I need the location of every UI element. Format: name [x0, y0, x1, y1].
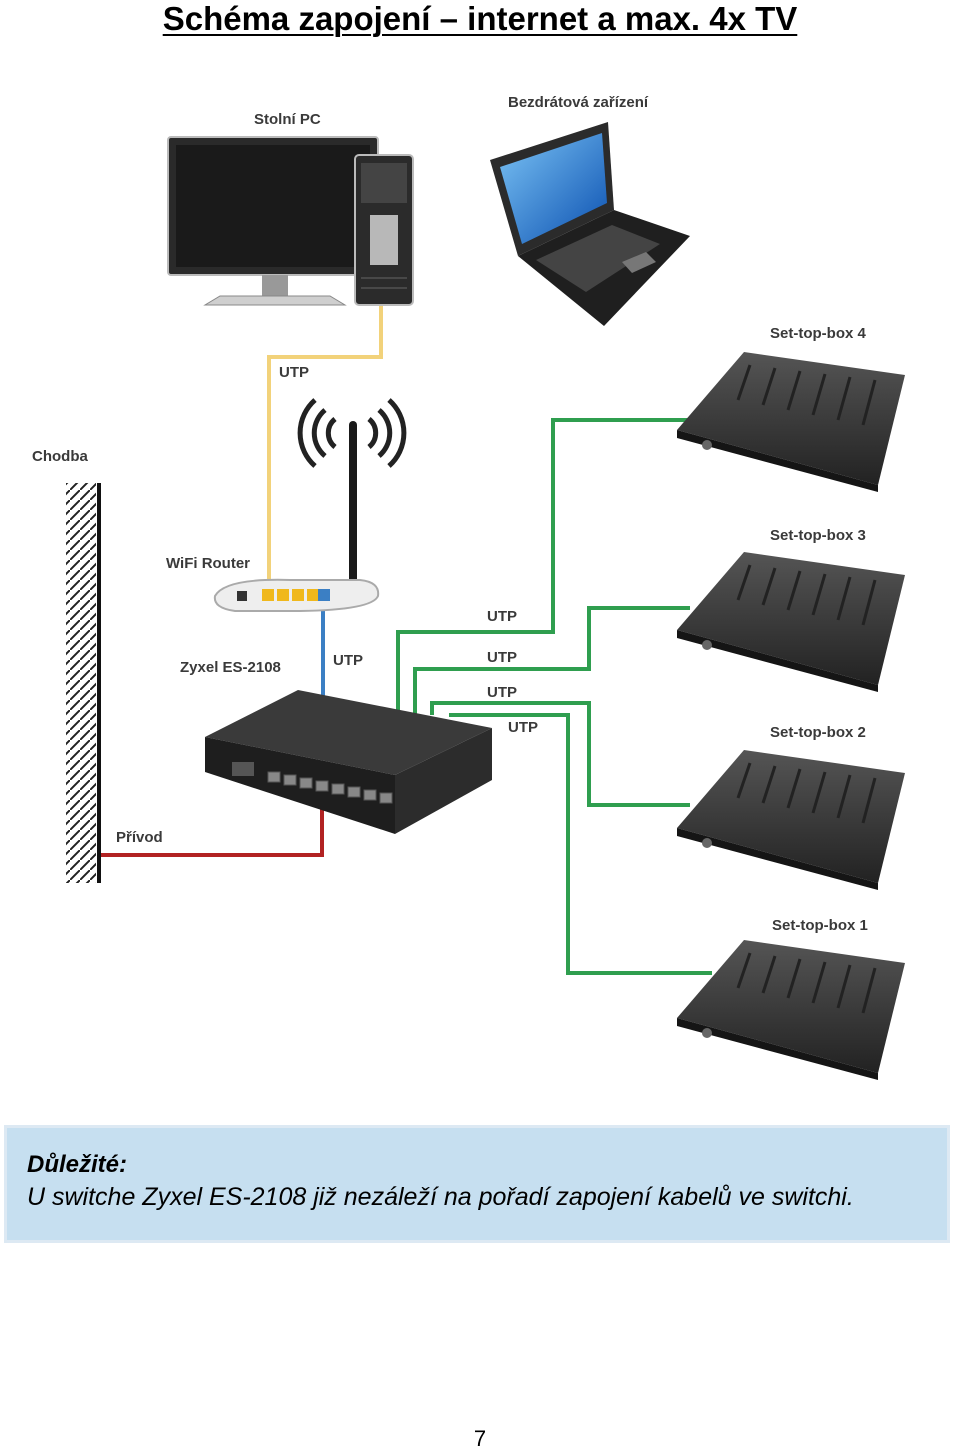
label-corridor: Chodba	[32, 448, 88, 465]
utp-cable-stb2	[430, 701, 690, 807]
utp-cable-stb4	[396, 418, 688, 715]
corridor-wall	[66, 483, 101, 883]
set-top-box-1	[677, 940, 905, 1080]
supply-cable	[100, 800, 324, 857]
set-top-box-3	[677, 552, 905, 692]
label-switch: Zyxel ES-2108	[180, 659, 281, 676]
label-set-top-box-1: Set-top-box 1	[772, 917, 868, 934]
page-number: 7	[473, 1426, 487, 1451]
note-text: U switche Zyxel ES-2108 již nezáleží na …	[27, 1183, 854, 1211]
utp-cable-stb1	[449, 713, 712, 975]
note-heading: Důležité:	[27, 1151, 128, 1178]
label-wifi-router: WiFi Router	[166, 555, 250, 572]
label-supply: Přívod	[116, 829, 163, 846]
label-desktop-pc: Stolní PC	[254, 111, 321, 128]
label-set-top-box-2: Set-top-box 2	[770, 724, 866, 741]
label-utp-stb3: UTP	[487, 649, 517, 666]
label-utp-stb1: UTP	[508, 719, 538, 736]
utp-cable-stb3	[413, 606, 690, 715]
utp-cable-pc	[267, 305, 383, 598]
zyxel-switch	[205, 690, 492, 834]
laptop	[490, 122, 690, 326]
label-wireless-devices: Bezdrátová zařízení	[508, 94, 649, 111]
label-set-top-box-4: Set-top-box 4	[770, 325, 866, 342]
switch-ports	[267, 771, 393, 804]
page-title: Schéma zapojení – internet a max. 4x TV	[162, 0, 798, 37]
label-utp-router: UTP	[333, 652, 363, 669]
desktop-pc	[167, 136, 414, 306]
label-utp-stb4: UTP	[487, 608, 517, 625]
network-diagram: Stolní PC Bezdrátová zařízení Chodba WiF…	[32, 94, 905, 1080]
label-set-top-box-3: Set-top-box 3	[770, 527, 866, 544]
set-top-box-2	[677, 750, 905, 890]
cables	[100, 305, 712, 975]
set-top-box-4	[677, 352, 905, 492]
important-note: Důležité: U switche Zyxel ES-2108 již ne…	[4, 1125, 950, 1243]
wifi-router	[213, 421, 380, 612]
label-utp-stb2: UTP	[487, 684, 517, 701]
wifi-signal-icon	[297, 398, 407, 468]
label-utp-pc: UTP	[279, 364, 309, 381]
